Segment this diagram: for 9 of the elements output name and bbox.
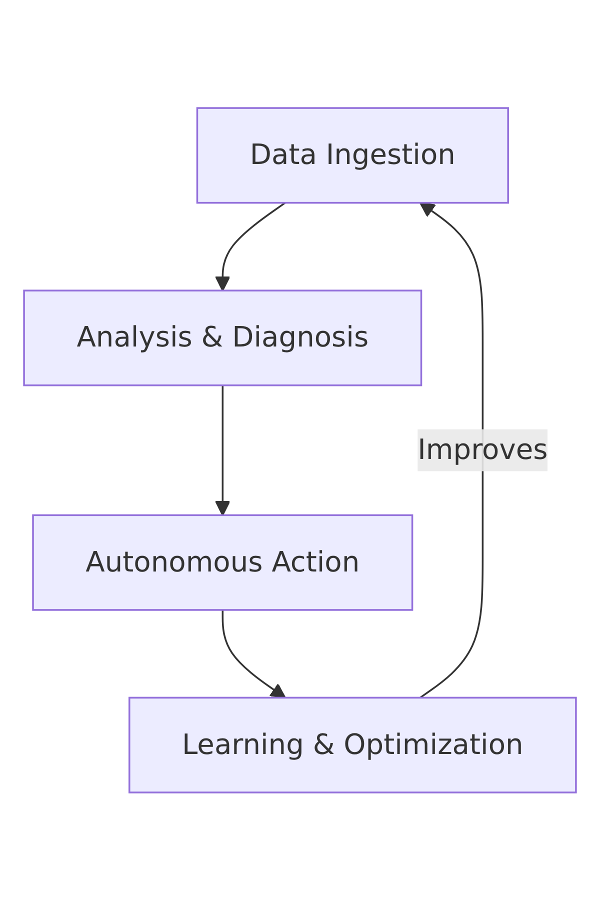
process-box: Data Ingestion xyxy=(196,106,509,204)
process-box: Learning & Optimization xyxy=(128,696,577,794)
arrow xyxy=(222,610,286,698)
arrow xyxy=(214,385,230,516)
process-box: Autonomous Action xyxy=(32,514,414,611)
arrow xyxy=(419,202,484,698)
arrow xyxy=(214,202,286,291)
process-box: Analysis & Diagnosis xyxy=(23,289,422,386)
edge-label: Improves xyxy=(418,428,548,472)
